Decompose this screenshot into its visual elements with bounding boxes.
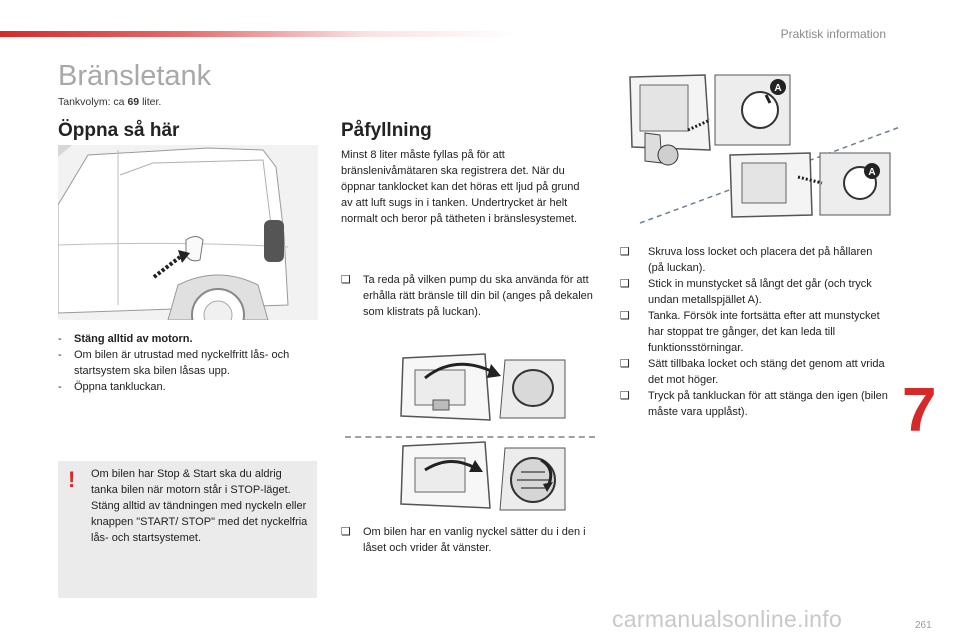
refuel-step: ❑Skruva loss locket och placera det på h… [620, 246, 873, 274]
refuel-intro: Minst 8 liter måste fyllas på för att br… [341, 149, 580, 225]
tank-volume-value: 69 [127, 96, 140, 108]
open-heading: Öppna så här [58, 120, 180, 141]
watermark: carmanualsonline.info [612, 606, 843, 632]
warning-icon: ! [68, 467, 76, 492]
page-title: Bränsletank [58, 60, 212, 92]
open-step: -Stäng alltid av motorn. [58, 333, 193, 345]
warning-box: ! Om bilen har Stop & Start ska du aldri… [58, 461, 317, 598]
header-accent-bar [0, 31, 520, 37]
page-number: 261 [915, 620, 932, 631]
open-steps: -Stäng alltid av motorn. -Om bilen är ut… [58, 331, 318, 395]
section-header: Praktisk information [780, 27, 886, 41]
refuel-step: ❑Tanka. Försök inte fortsätta efter att … [620, 310, 880, 354]
chapter-number: 7 [902, 376, 937, 445]
refuel-step: ❑Stick in munstycket så långt det går (o… [620, 278, 872, 306]
warning-text: Om bilen har Stop & Start ska du aldrig … [91, 468, 308, 544]
van-fuel-flap-illustration [58, 145, 318, 320]
refuel-step-1: ❑Ta reda på vilken pump du ska använda f… [341, 274, 593, 318]
fuel-flap-open-illustration [400, 353, 566, 421]
label-a-2: A [868, 167, 875, 178]
section-divider [345, 436, 595, 438]
nozzle-cap-illustration: A A [629, 74, 901, 224]
refuel-step-2: ❑Om bilen har en vanlig nyckel sätter du… [341, 526, 586, 554]
tank-volume-label: Tankvolym: ca [58, 96, 125, 108]
refuel-right-steps: ❑Skruva loss locket och placera det på h… [620, 244, 888, 420]
open-step: -Öppna tankluckan. [58, 381, 166, 393]
refuel-heading: Påfyllning [341, 120, 432, 141]
tank-volume-unit: liter. [142, 96, 162, 108]
tank-volume: Tankvolym: ca 69 liter. [58, 96, 161, 108]
refuel-step: ❑Sätt tillbaka locket och stäng det geno… [620, 358, 885, 386]
open-step: -Om bilen är utrustad med nyckelfritt lå… [58, 349, 290, 377]
refuel-step: ❑Tryck på tankluckan för att stänga den … [620, 390, 888, 418]
fuel-key-illustration [400, 441, 566, 511]
label-a-1: A [774, 83, 781, 94]
